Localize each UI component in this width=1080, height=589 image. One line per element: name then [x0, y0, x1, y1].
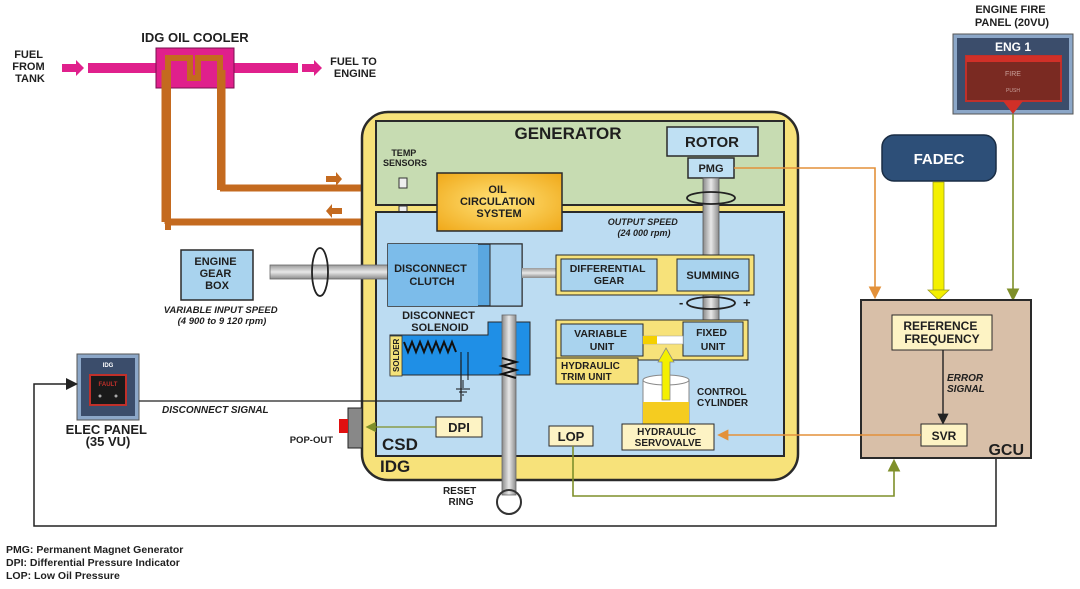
- clutch-collar: [489, 243, 523, 307]
- trim-label-frame: [555, 357, 639, 385]
- fadec-arrow-head-icon: [927, 289, 950, 301]
- rotor-label: ROTOR: [685, 134, 739, 151]
- oil-cooler-label: IDG OIL COOLER: [141, 30, 249, 45]
- legend-item: PMG: Permanent Magnet Generator: [6, 544, 183, 556]
- lop-label: LOP: [558, 429, 585, 444]
- fixed-unit: [682, 321, 744, 357]
- solder-label: SOLDER: [392, 338, 401, 372]
- idg-label: IDG: [380, 457, 410, 476]
- rotation-icon: [686, 296, 736, 310]
- clutch-face: [388, 244, 478, 306]
- pmg-to-gcu-line: [734, 167, 882, 300]
- idg-oil-cooler: IDG OIL COOLER FUEL FROM TANK FUEL TO EN…: [12, 30, 380, 230]
- fault-light: [114, 394, 118, 398]
- input-shaft: [269, 264, 391, 280]
- summing-label: SUMMING: [686, 270, 739, 282]
- temp-sensor-icon: [398, 177, 408, 189]
- error-signal-label: ERROR SIGNAL: [947, 373, 986, 395]
- control-cylinder-label: CONTROL CYLINDER: [697, 387, 749, 409]
- variable-unit: [560, 323, 644, 357]
- reset-ring-label: RESET RING: [443, 486, 479, 508]
- fault-label: FAULT: [99, 382, 118, 388]
- disconnect-solenoid-label: DISCONNECT SOLENOID: [402, 310, 478, 334]
- fuel-out-label: FUEL TO ENGINE: [330, 56, 380, 80]
- lop-to-gcu-line: [572, 446, 901, 497]
- disconnect-signal-label: DISCONNECT SIGNAL: [162, 405, 269, 416]
- fadec-label: FADEC: [914, 151, 965, 168]
- elec-panel-label: ELEC PANEL (35 VU): [66, 422, 151, 449]
- plunger-spring-icon: [498, 357, 520, 379]
- rotation-icon: [686, 191, 736, 205]
- oil-coil: [165, 55, 223, 230]
- legend-item: DPI: Differential Pressure Indicator: [6, 557, 180, 569]
- pop-out-label: POP-OUT: [290, 435, 333, 446]
- fire-label: FIRE: [1005, 71, 1021, 78]
- rotor-block: [666, 126, 759, 157]
- fuel-in-label: FUEL FROM TANK: [12, 49, 47, 85]
- clutch-shaft: [522, 268, 558, 278]
- pop-out-button[interactable]: [339, 419, 348, 433]
- disconnect-signal-line: [139, 360, 462, 402]
- output-shaft: [702, 177, 720, 321]
- reference-frequency-label: REFERENCE FREQUENCY: [903, 319, 980, 346]
- fire-button-tab: [1003, 101, 1023, 114]
- cylinder-arrow-icon: [657, 347, 675, 401]
- elec-panel-idg-label: IDG: [103, 363, 114, 369]
- hydraulic-servovalve-label: HYDRAULIC SERVOVALVE: [635, 427, 702, 449]
- generator-label: GENERATOR: [514, 124, 621, 143]
- lop-block: [548, 425, 594, 447]
- fire-panel-label: ENGINE FIRE PANEL (20VU): [975, 4, 1050, 29]
- oil-circulation-system: [436, 172, 563, 232]
- pop-out-indicator: [347, 407, 363, 449]
- push-label: PUSH: [1006, 88, 1020, 94]
- summing-block: [676, 258, 750, 292]
- reference-frequency-block: [891, 314, 993, 351]
- fire-guard: [966, 56, 1061, 62]
- trim-piston-fill: [643, 336, 657, 344]
- engine-gearbox-label: ENGINE GEAR BOX: [194, 256, 239, 292]
- hydraulic-servovalve: [621, 423, 715, 451]
- svr-label: SVR: [932, 429, 957, 443]
- disconnect-clutch-label: DISCONNECT CLUTCH: [394, 263, 470, 288]
- reset-plunger: [501, 314, 517, 496]
- reset-ring[interactable]: [496, 489, 522, 515]
- rotation-icon: [311, 247, 329, 297]
- fadec-block: [881, 134, 997, 182]
- idg-fault-button[interactable]: [89, 374, 127, 406]
- differential-gear-label: DIFFERENTIAL GEAR: [570, 263, 649, 287]
- gcu-label: GCU: [988, 442, 1024, 459]
- gcu-to-elec-panel-line: [33, 378, 997, 527]
- fadec-signal-arrow: [932, 181, 945, 291]
- oil-flow-out-icon: [326, 204, 342, 218]
- plus-sign: +: [743, 295, 751, 310]
- differential-gear: [560, 258, 658, 292]
- hydraulic-trim-unit-label: HYDRAULIC TRIM UNIT: [561, 361, 623, 383]
- ground-icon: [456, 388, 470, 396]
- fuel-out-arrow-icon: [302, 60, 322, 76]
- oil-flow-in-icon: [326, 172, 342, 186]
- oil-circulation-label: OIL CIRCULATION SYSTEM: [460, 184, 538, 220]
- solenoid-spring-icon: [403, 339, 457, 355]
- legend: PMG: Permanent Magnet Generator DPI: Dif…: [6, 544, 183, 582]
- legend-item: LOP: Low Oil Pressure: [6, 570, 120, 582]
- fixed-unit-label: FIXED UNIT: [696, 327, 730, 353]
- cylinder-fluid: [643, 402, 689, 424]
- output-speed-label: OUTPUT SPEED (24 000 rpm): [608, 217, 681, 238]
- dpi-label: DPI: [448, 420, 470, 435]
- variable-unit-label: VARIABLE UNIT: [574, 328, 630, 353]
- solder-block: [389, 335, 403, 377]
- fuel-in-arrow-icon: [62, 60, 84, 76]
- fire-push-button[interactable]: [965, 55, 1062, 102]
- fault-light: [98, 394, 102, 398]
- input-speed-label: VARIABLE INPUT SPEED (4 900 to 9 120 rpm…: [164, 305, 280, 327]
- eng1-label: ENG 1: [995, 40, 1031, 54]
- minus-sign: -: [679, 295, 683, 310]
- temp-sensors-label: TEMP SENSORS: [383, 148, 427, 168]
- engine-gearbox: [180, 249, 254, 301]
- pmg-label: PMG: [698, 163, 723, 175]
- csd-label: CSD: [382, 435, 418, 454]
